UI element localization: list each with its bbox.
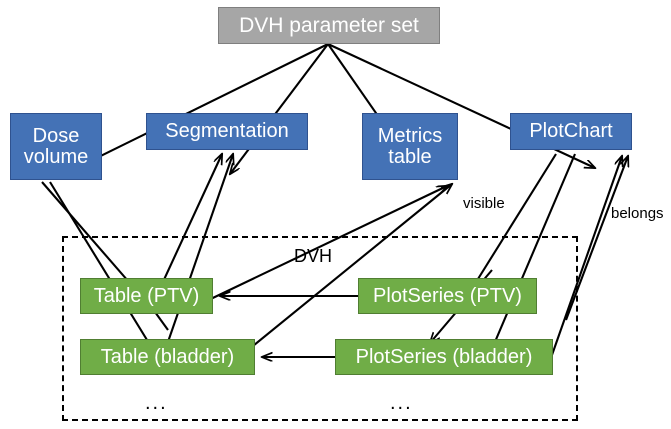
node-table-ptv[interactable]: Table (PTV) bbox=[80, 278, 213, 314]
edge-root-to-segmentation bbox=[230, 43, 329, 174]
edge-label-belongs: belongs bbox=[611, 205, 664, 222]
node-table-bladder[interactable]: Table (bladder) bbox=[80, 339, 255, 375]
node-plotseries-ptv[interactable]: PlotSeries (PTV) bbox=[358, 278, 537, 314]
node-label: Metrics table bbox=[377, 125, 443, 168]
node-label: Dose volume bbox=[23, 125, 89, 168]
node-label: PlotChart bbox=[529, 120, 613, 143]
ellipsis-right: ... bbox=[390, 392, 413, 414]
node-label: PlotSeries (PTV) bbox=[373, 284, 522, 307]
node-segmentation[interactable]: Segmentation bbox=[146, 113, 308, 150]
node-label: PlotSeries (bladder) bbox=[355, 345, 533, 368]
node-label: Table (PTV) bbox=[93, 284, 200, 307]
node-dose-volume[interactable]: Dose volume bbox=[10, 113, 102, 180]
node-label: DVH parameter set bbox=[239, 13, 419, 37]
group-label-dvh: DVH bbox=[294, 246, 333, 266]
node-label: Table (bladder) bbox=[100, 345, 235, 368]
ellipsis-left: ... bbox=[145, 392, 168, 414]
edge-label-visible: visible bbox=[463, 195, 505, 212]
node-metrics-table[interactable]: Metrics table bbox=[362, 113, 458, 180]
node-plotseries-bladder[interactable]: PlotSeries (bladder) bbox=[335, 339, 553, 375]
node-plotchart[interactable]: PlotChart bbox=[510, 113, 632, 150]
node-label: Segmentation bbox=[165, 120, 289, 143]
node-dvh-parameter-set[interactable]: DVH parameter set bbox=[218, 7, 440, 44]
